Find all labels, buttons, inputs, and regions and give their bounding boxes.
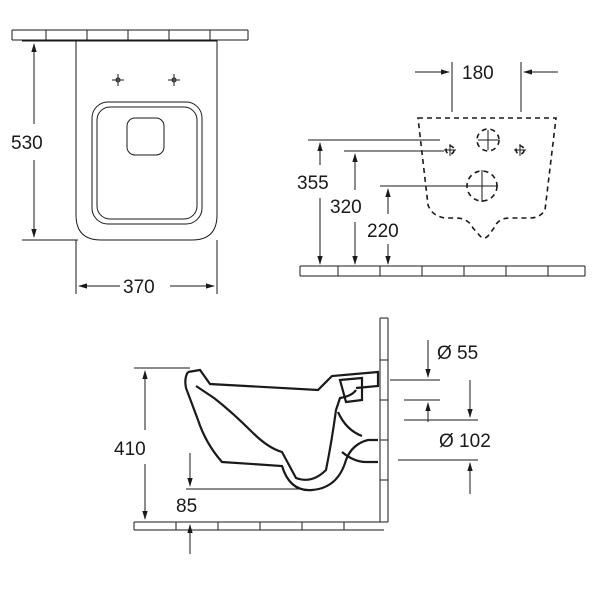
side-view-bowl-inner <box>195 385 357 481</box>
dimension-85: 85 <box>176 453 300 554</box>
dimension-diameter-55: Ø 55 <box>390 340 478 422</box>
dimension-410: 410 <box>114 367 190 520</box>
top-view: 530 370 <box>11 29 249 298</box>
dimension-220: 220 <box>367 185 468 265</box>
top-view-seat-outer <box>91 101 203 225</box>
top-view-wall <box>11 29 249 41</box>
side-view-bowl-outer <box>184 371 378 492</box>
rear-view-water-inlet <box>476 128 500 152</box>
dimension-530-label: 530 <box>11 133 43 154</box>
dimension-diameter-55-label: Ø 55 <box>437 343 478 364</box>
dimension-355: 355 <box>297 139 440 265</box>
rear-view-floor <box>299 265 586 277</box>
rear-view-fixing-left-icon <box>444 144 456 156</box>
top-view-seat-inner <box>96 106 198 220</box>
rear-view: 180 355 320 220 <box>297 62 586 277</box>
side-view-inlet <box>338 376 364 404</box>
side-view-bowl-rim <box>187 368 380 392</box>
side-view-trap <box>336 411 378 464</box>
dimension-410-label: 410 <box>114 439 146 460</box>
rear-view-fixing-right-icon <box>514 144 526 156</box>
side-view-floor <box>133 521 384 531</box>
dimension-355-label: 355 <box>297 173 329 194</box>
dimension-320-label: 320 <box>330 197 362 218</box>
dimension-diameter-102: Ø 102 <box>398 380 491 494</box>
dimension-220-label: 220 <box>367 221 399 242</box>
dimension-530: 530 <box>11 40 78 241</box>
dimension-180: 180 <box>415 62 558 112</box>
top-view-bowl-outline <box>75 40 218 241</box>
dimension-diameter-102-label: Ø 102 <box>439 431 491 452</box>
dimension-180-label: 180 <box>462 63 494 84</box>
top-view-fixing-left-icon <box>112 74 124 86</box>
dimension-320: 320 <box>330 150 444 265</box>
dimension-85-label: 85 <box>176 496 197 517</box>
dimension-370: 370 <box>75 240 218 298</box>
dimension-370-label: 370 <box>123 277 155 298</box>
top-view-fixing-right-icon <box>168 74 180 86</box>
top-view-bumper <box>126 117 165 156</box>
side-view: 410 85 Ø 55 Ø 102 <box>114 317 491 554</box>
rear-view-outline <box>417 117 557 239</box>
side-view-wall <box>379 317 389 523</box>
